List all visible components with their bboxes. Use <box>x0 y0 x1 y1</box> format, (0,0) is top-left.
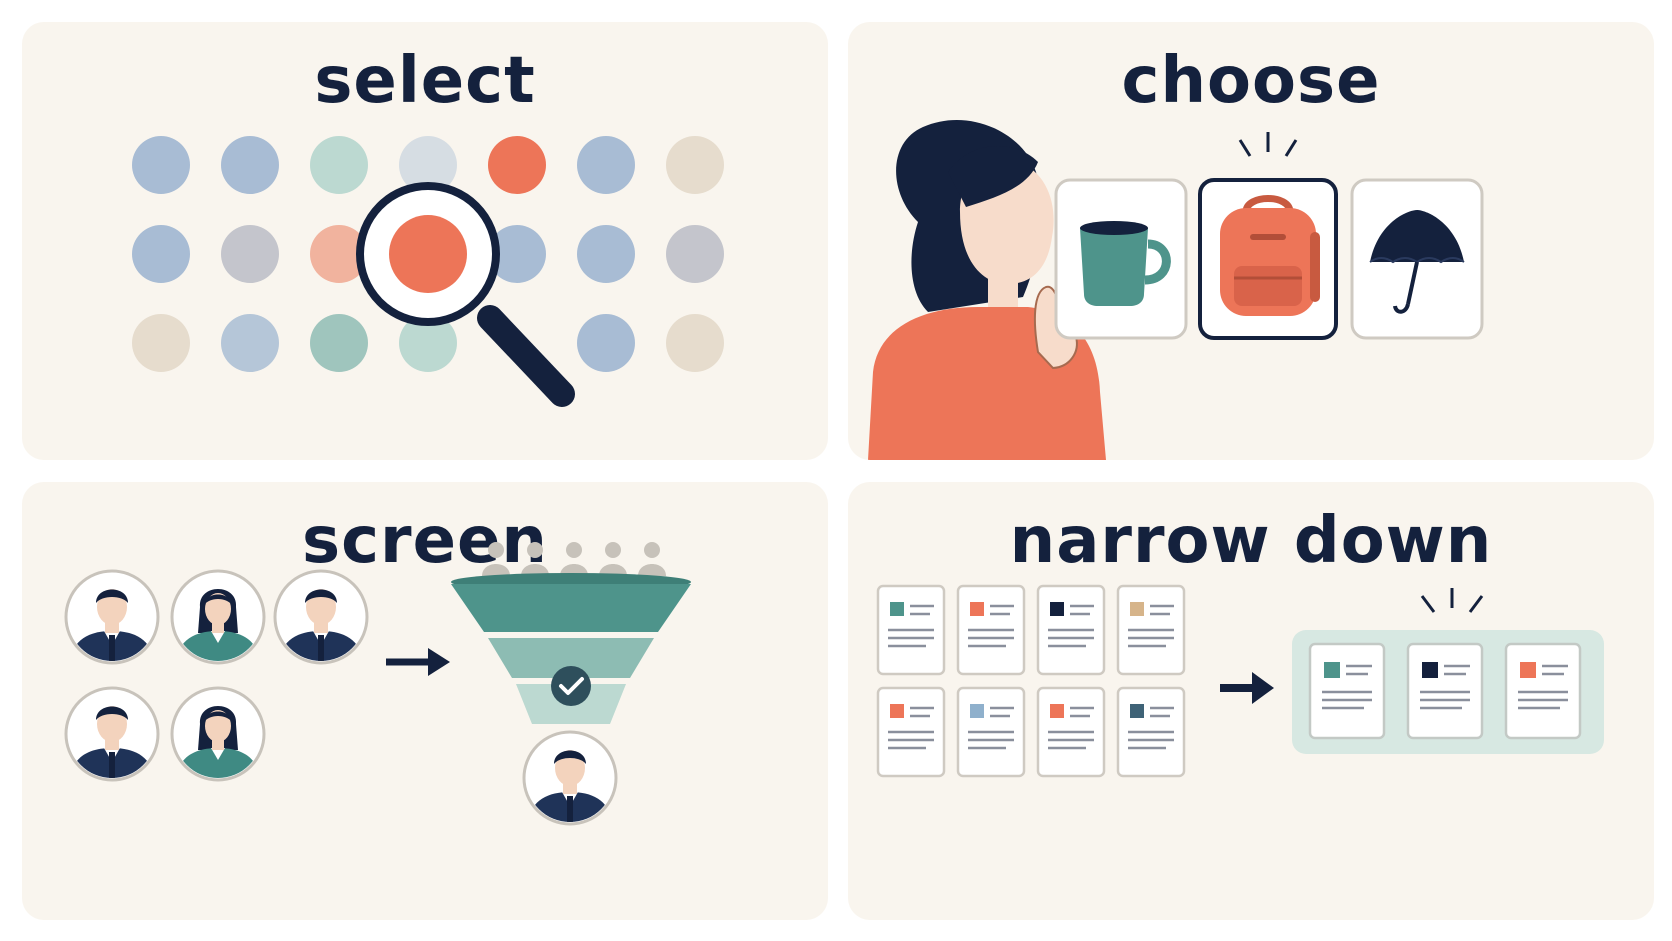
sparkle-icon <box>1238 132 1298 157</box>
document-card-icon[interactable] <box>1406 642 1484 740</box>
dot-grid <box>132 136 724 372</box>
document-card-icon[interactable] <box>1116 686 1186 778</box>
document-card-icon[interactable] <box>1036 584 1106 676</box>
sparkle-icon <box>1420 588 1484 613</box>
panel-title-select: select <box>314 44 536 118</box>
person-avatar-icon[interactable] <box>66 571 158 663</box>
person-avatar-icon[interactable] <box>172 688 264 780</box>
umbrella-icon <box>1369 210 1465 314</box>
panel-choose: choose <box>848 22 1654 460</box>
arrow-right-icon <box>1220 672 1274 704</box>
arrow-right-icon <box>386 648 450 676</box>
panel-select: select <box>22 22 828 460</box>
panel-screen: screen <box>22 482 828 920</box>
choose-illustration <box>868 119 1484 460</box>
document-card-icon[interactable] <box>1504 642 1582 740</box>
panel-title-narrow-down: narrow down <box>1009 504 1493 578</box>
backpack-icon <box>1220 195 1320 316</box>
magnifier-icon <box>356 182 575 407</box>
panel-title-screen: screen <box>302 504 548 578</box>
mug-icon <box>1080 221 1171 306</box>
document-card-icon[interactable] <box>956 584 1026 676</box>
document-card-icon[interactable] <box>1116 584 1186 676</box>
checkmark-icon <box>551 666 591 706</box>
select-illustration <box>132 136 724 407</box>
selected-person-avatar-icon[interactable] <box>524 732 616 824</box>
thinking-person <box>868 119 1106 460</box>
document-card-icon[interactable] <box>876 686 946 778</box>
document-card-icon[interactable] <box>956 686 1026 778</box>
crowd-icons <box>482 542 666 576</box>
person-avatar-icon[interactable] <box>275 571 367 663</box>
panel-title-choose: choose <box>1121 44 1381 118</box>
document-card-icon[interactable] <box>1308 642 1386 740</box>
person-avatar-icon[interactable] <box>172 571 264 663</box>
panel-narrow-down: narrow down <box>848 482 1654 920</box>
funnel-icon <box>451 573 691 724</box>
screen-illustration <box>22 542 691 920</box>
person-avatar-icon[interactable] <box>66 688 158 780</box>
narrow-down-illustration <box>876 584 1604 778</box>
document-card-icon[interactable] <box>876 584 946 676</box>
document-card-icon[interactable] <box>1036 686 1106 778</box>
